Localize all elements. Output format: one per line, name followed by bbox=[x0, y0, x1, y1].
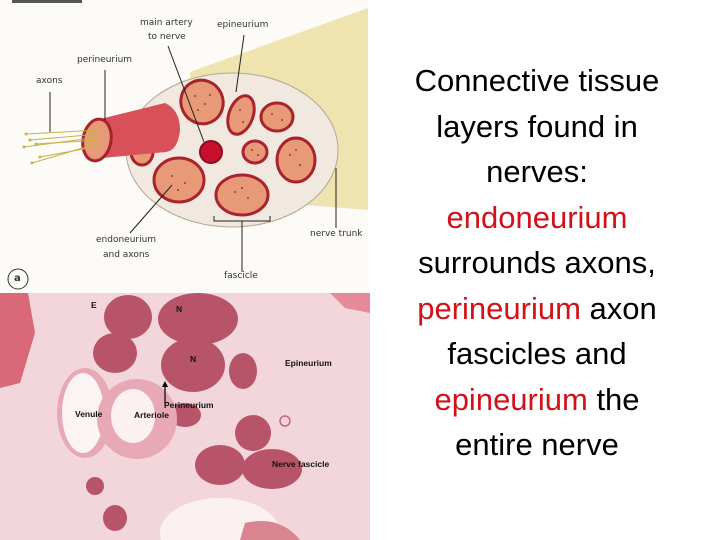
panel-label: a bbox=[14, 273, 21, 284]
micro-label-n2: N bbox=[190, 354, 197, 364]
nerve-micrograph: E N N Epineurium Perineurium Venule Arte… bbox=[0, 293, 370, 540]
label-epineurium: epineurium bbox=[217, 20, 269, 30]
nerve-anatomy-diagram: main artery to nerve epineurium perineur… bbox=[0, 0, 368, 293]
term-epineurium: epineurium bbox=[434, 381, 588, 417]
micro-label-perineurium: Perineurium bbox=[164, 400, 214, 410]
label-endoneurium: endoneurium bbox=[96, 235, 157, 245]
caption-line-8: entire nerve bbox=[455, 427, 619, 462]
caption-line-7-rest: the bbox=[587, 381, 640, 417]
caption-line-5-rest: axon bbox=[580, 290, 657, 326]
micro-label-e: E bbox=[91, 300, 97, 310]
caption-line-3: nerves: bbox=[486, 154, 588, 189]
caption-line-6: fascicles and bbox=[447, 336, 627, 371]
caption-line-1: Connective tissue bbox=[414, 63, 660, 98]
label-fascicle: fascicle bbox=[224, 271, 258, 281]
micrograph-tissue bbox=[0, 293, 370, 540]
caption-line-2: layers found in bbox=[436, 108, 638, 144]
label-endoneurium-2: and axons bbox=[103, 250, 150, 260]
nerve-cross-section-illustration bbox=[7, 8, 368, 290]
caption-text: Connective tissue layers found in nerves… bbox=[378, 58, 696, 468]
micro-label-epineurium: Epineurium bbox=[285, 358, 332, 368]
term-perineurium: perineurium bbox=[417, 290, 581, 326]
caption-line-4: surrounds axons, bbox=[418, 245, 656, 280]
label-main-artery: main artery bbox=[140, 18, 193, 28]
top-border-fragment bbox=[12, 0, 82, 3]
label-axons: axons bbox=[36, 76, 63, 86]
micro-label-nerve-fascicle: Nerve fascicle bbox=[272, 459, 330, 469]
label-main-artery-2: to nerve bbox=[148, 32, 186, 42]
micro-label-venule: Venule bbox=[75, 409, 103, 419]
micro-label-arteriole: Arteriole bbox=[134, 410, 169, 420]
micro-label-n1: N bbox=[176, 304, 183, 314]
label-perineurium: perineurium bbox=[77, 55, 133, 65]
label-nerve-trunk: nerve trunk bbox=[310, 229, 363, 239]
term-endoneurium: endoneurium bbox=[446, 199, 628, 235]
